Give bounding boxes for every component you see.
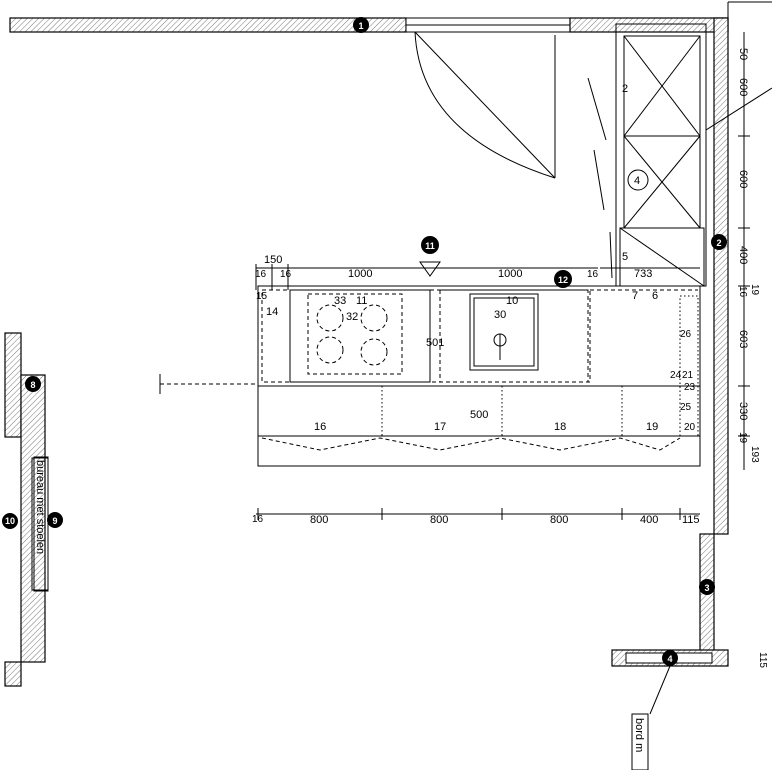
dim-top-150: 150 [264, 254, 282, 266]
label-2: 2 [622, 83, 628, 95]
item-labels: 2 4 5 6 7 10 11 14 15 16 17 18 19 20 21 … [256, 83, 696, 433]
label-10: 10 [506, 295, 518, 307]
label-21: 21 [682, 370, 694, 381]
label-30: 30 [494, 309, 506, 321]
label-5: 5 [622, 251, 628, 263]
label-6: 6 [652, 290, 658, 302]
label-18: 18 [554, 421, 566, 433]
marker-4-label: 4 [667, 654, 672, 664]
marker-10: 10 [2, 513, 18, 529]
marker-11-label: 11 [425, 241, 435, 251]
counter [257, 285, 701, 437]
dim-top-16b: 16 [280, 269, 292, 280]
marker-8: 8 [25, 376, 41, 392]
dim-bottom-800a: 800 [310, 514, 328, 526]
dimension-texts-bottom: 16 800 800 800 400 115 [252, 514, 700, 526]
label-14: 14 [266, 306, 278, 318]
label-17: 17 [434, 421, 446, 433]
dimension-lines [255, 32, 750, 520]
dim-top-16c: 16 [587, 269, 599, 280]
dim-right-600b: 600 [737, 170, 749, 188]
marker-11: 11 [421, 236, 439, 254]
label-20: 20 [684, 422, 696, 433]
dim-bottom-800c: 800 [550, 514, 568, 526]
dim-top-1000b: 1000 [498, 268, 522, 280]
desk-label: bureau met stoelen [34, 460, 46, 554]
dim-top-733: 733 [634, 268, 652, 280]
label-16: 16 [314, 421, 326, 433]
dim-501: 501 [426, 337, 444, 349]
tall-cabinets [587, 1, 772, 287]
dim-500: 500 [470, 409, 488, 421]
label-7: 7 [632, 290, 638, 302]
lower-cabinets [159, 374, 701, 467]
dim-right-603: 603 [737, 330, 749, 348]
marker-12: 12 [554, 270, 572, 288]
label-19: 19 [646, 421, 658, 433]
label-26: 26 [680, 329, 692, 340]
marker-9-label: 9 [52, 516, 57, 526]
dim-bottom-115: 115 [682, 514, 700, 526]
dim-bottom-16: 16 [252, 514, 264, 525]
walls [4, 17, 729, 687]
dim-right-19a: 19 [749, 284, 760, 296]
label-25: 25 [680, 402, 692, 413]
dimension-texts-top: 150 16 16 1000 1000 16 733 [255, 254, 652, 280]
marker-2: 2 [711, 234, 727, 250]
marker-10-label: 10 [5, 516, 15, 526]
dim-right-400: 400 [737, 246, 749, 264]
marker-3: 3 [699, 579, 715, 595]
label-32: 32 [346, 311, 358, 323]
dim-top-1000a: 1000 [348, 268, 372, 280]
marker-3-label: 3 [704, 583, 709, 593]
dim-right-193: 193 [749, 446, 760, 463]
marker-9: 9 [47, 512, 63, 528]
dim-right-600a: 600 [737, 78, 749, 96]
marker-8-label: 8 [30, 380, 35, 390]
label-15: 15 [256, 291, 268, 302]
dim-bottom-800b: 800 [430, 514, 448, 526]
dim-right-16: 16 [737, 286, 748, 298]
dim-right-115: 115 [757, 652, 768, 668]
label-4: 4 [634, 175, 640, 187]
label-33: 33 [334, 295, 346, 307]
marker-1: 1 [353, 17, 369, 33]
wall-markers: 1 2 3 4 8 9 10 11 12 [2, 17, 727, 715]
dim-bottom-400: 400 [640, 514, 658, 526]
door-swing [414, 31, 556, 179]
dimension-texts-right: 50 600 600 400 19 16 603 330 19 193 115 [737, 48, 768, 668]
board-label: bord m [633, 718, 645, 752]
dim-top-16a: 16 [255, 269, 267, 280]
label-23: 23 [684, 382, 696, 393]
dim-right-19b: 19 [737, 432, 748, 444]
dim-right-330: 330 [737, 402, 749, 420]
marker-12-label: 12 [558, 275, 568, 285]
marker-11-pointer [419, 261, 441, 277]
marker-2-label: 2 [716, 238, 721, 248]
dim-right-50: 50 [737, 48, 749, 60]
label-24: 24 [670, 370, 682, 381]
marker-1-label: 1 [358, 21, 363, 31]
label-11: 11 [356, 295, 367, 307]
marker-4: 4 [662, 650, 678, 666]
